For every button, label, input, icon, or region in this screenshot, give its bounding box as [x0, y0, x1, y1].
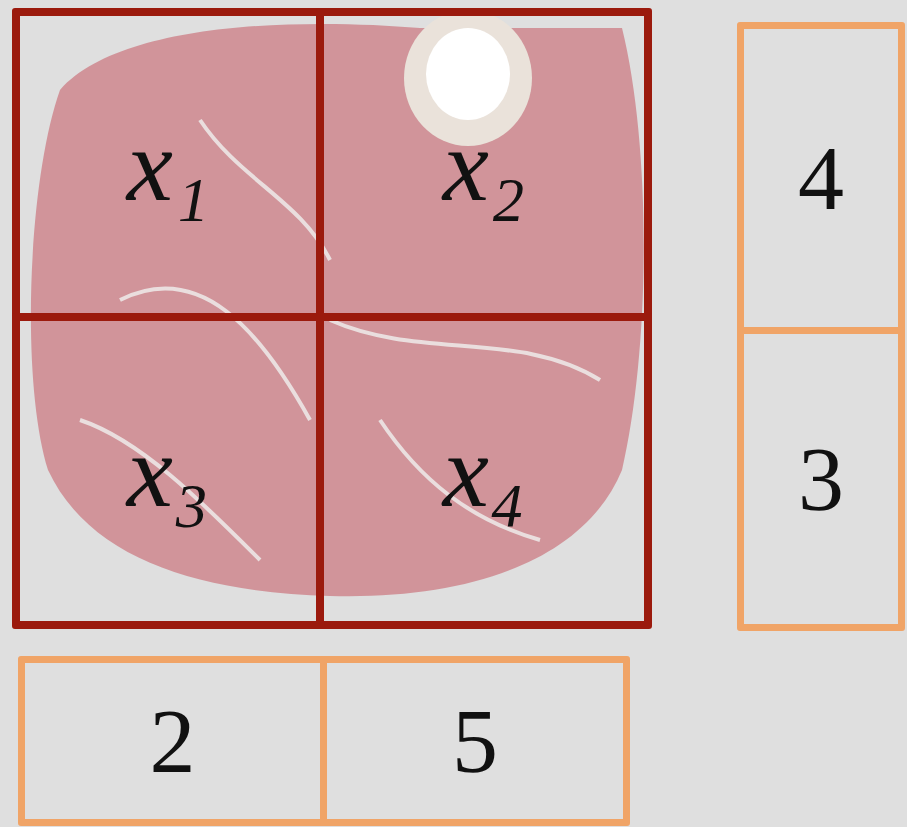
- grid-cell: x₁: [12, 8, 324, 321]
- sum-box: 4: [737, 22, 905, 334]
- grid-cell: x₂: [316, 8, 652, 321]
- sum-box: 3: [737, 327, 905, 631]
- sum-number: 2: [150, 695, 196, 787]
- variable-label: x₁: [127, 113, 209, 217]
- variable-label: x₄: [443, 419, 525, 523]
- bone-marrow: [426, 28, 510, 120]
- meat-cut: [31, 10, 644, 596]
- grid-cell: x₄: [316, 313, 652, 629]
- variable-label: x₂: [443, 113, 525, 217]
- variable-label: x₃: [127, 419, 209, 523]
- sum-number: 5: [452, 695, 498, 787]
- sum-number: 4: [798, 132, 844, 224]
- sum-box: 2: [18, 656, 327, 826]
- sum-number: 3: [798, 433, 844, 525]
- grid-cell: x₃: [12, 313, 324, 629]
- sum-box: 5: [320, 656, 630, 826]
